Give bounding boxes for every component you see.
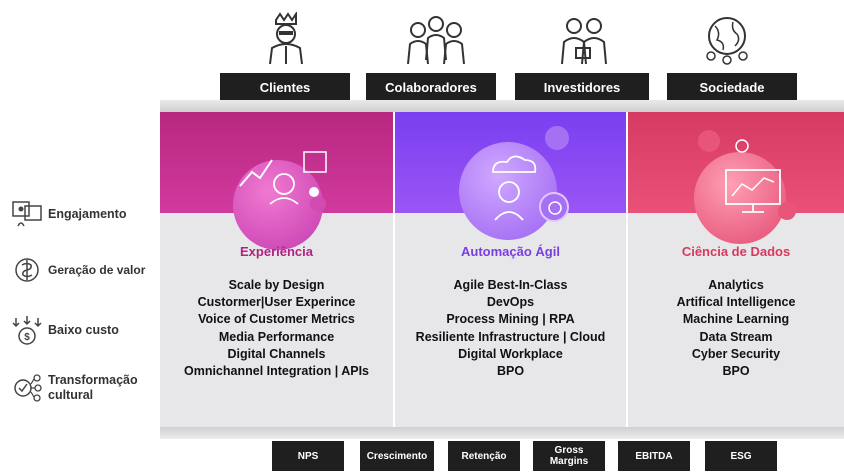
list-item: Resiliente Infrastructure | Cloud <box>415 329 606 344</box>
kpi-crescimento: Crescimento <box>360 441 434 471</box>
kpi-retencao: Retenção <box>448 441 520 471</box>
illustration-dot <box>698 130 720 152</box>
driver-label: Transformação cultural <box>48 373 138 402</box>
kpi-nps: NPS <box>272 441 344 471</box>
king-icon <box>269 12 303 65</box>
society-globe-icon <box>706 17 748 65</box>
list-item: Process Mining | RPA <box>446 312 575 327</box>
list-item: Machine Learning <box>682 312 790 327</box>
list-item: Digital Channels <box>227 346 326 361</box>
illustration-dot <box>545 126 569 150</box>
illustration-dot <box>778 202 796 220</box>
illustration-dot <box>310 196 326 212</box>
pillar-title: Automação Ágil <box>461 244 560 259</box>
stakeholder-label-sociedade: Sociedade <box>667 73 797 101</box>
driver-baixo-custo: $ Baixo custo <box>10 314 119 346</box>
engagement-icon <box>12 201 42 227</box>
list-item: Cyber Security <box>691 346 781 361</box>
data-science-illustration-icon <box>725 139 781 213</box>
illustration-circle <box>459 142 557 240</box>
pillar-items: Scale by Design Custormer|User Experince… <box>160 277 393 380</box>
list-item: Voice of Customer Metrics <box>198 312 355 327</box>
low-cost-icon: $ <box>12 316 42 345</box>
pillar-experiencia: Experiência Scale by Design Custormer|Us… <box>160 112 393 427</box>
pillar-items: Agile Best-In-Class DevOps Process Minin… <box>395 277 626 380</box>
list-item: Scale by Design <box>228 278 325 292</box>
list-item: BPO <box>722 364 750 379</box>
list-item: Media Performance <box>218 329 335 344</box>
driver-label: Baixo custo <box>48 322 119 337</box>
list-item: Data Stream <box>699 329 773 344</box>
kpi-line: Margins <box>549 456 589 467</box>
value-generation-icon <box>15 258 39 282</box>
team-icon <box>407 16 465 65</box>
platform-bottom <box>160 427 844 439</box>
list-item: BPO <box>496 364 525 379</box>
pillar-ciencia-de-dados: Ciência de Dados Analytics Artifical Int… <box>628 112 844 427</box>
pillar-automacao-agil: Automação Ágil Agile Best-In-Class DevOp… <box>395 112 626 427</box>
experience-illustration-icon <box>239 151 327 205</box>
list-item: Custormer|User Experince <box>197 295 356 310</box>
automation-illustration-icon <box>492 155 562 221</box>
list-item: Agile Best-In-Class <box>453 278 568 292</box>
platform-top <box>160 100 844 112</box>
investors-icon <box>561 18 607 65</box>
kpi-line: Gross <box>554 445 584 456</box>
driver-label: Engajamento <box>48 206 127 221</box>
kpi-ebitda: EBITDA <box>618 441 690 471</box>
stakeholder-label-clientes: Clientes <box>220 73 350 101</box>
driver-label: Geração de valor <box>48 262 146 277</box>
illustration-dot <box>539 192 569 222</box>
pillar-title: Ciência de Dados <box>681 244 791 259</box>
list-item: Omnichannel Integration | APIs <box>183 364 369 379</box>
list-item: Artifical Intelligence <box>676 295 796 310</box>
driver-geracao-de-valor: Geração de valor <box>10 254 145 286</box>
kpi-esg: ESG <box>705 441 777 471</box>
driver-engajamento: Engajamento <box>10 198 127 230</box>
list-item: Digital Workplace <box>458 346 563 361</box>
illustration-circle <box>694 152 786 244</box>
kpi-gross-margins: Gross Margins <box>533 441 605 471</box>
stakeholder-label-investidores: Investidores <box>515 73 649 101</box>
pillar-title: Experiência <box>240 244 313 259</box>
list-item: Analytics <box>708 278 764 292</box>
driver-transformacao-cultural: Transformação cultural <box>10 372 148 404</box>
stakeholder-label-colaboradores: Colaboradores <box>366 73 496 101</box>
svg-text:$: $ <box>24 332 30 343</box>
culture-icon <box>14 374 42 402</box>
list-item: DevOps <box>486 295 535 310</box>
pillar-items: Analytics Artifical Intelligence Machine… <box>628 277 844 380</box>
